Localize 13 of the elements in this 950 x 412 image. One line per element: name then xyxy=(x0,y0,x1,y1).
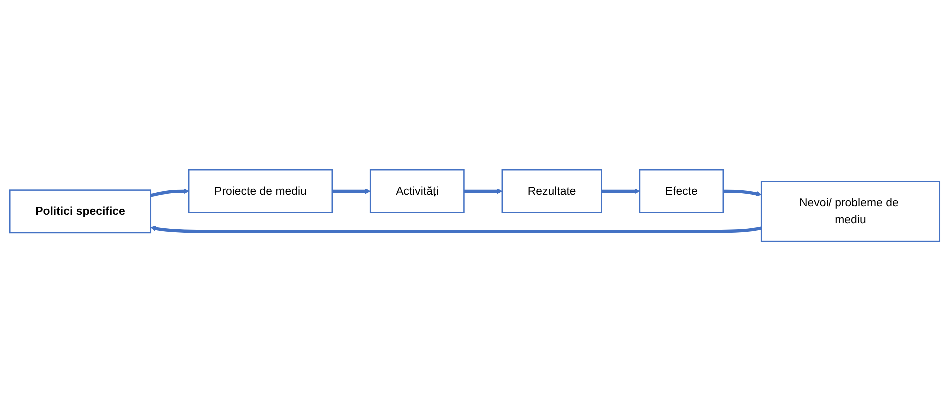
arrow xyxy=(150,188,190,198)
node-box xyxy=(502,170,602,214)
node-box xyxy=(188,170,334,214)
node-box xyxy=(760,181,941,242)
arrow xyxy=(332,188,371,194)
flow-diagram: Politici specifice Proiecte de mediu Activități Rezultate Efecte Nevoi/ probleme de mediu xyxy=(5,165,945,247)
arrow xyxy=(150,226,762,234)
arrow xyxy=(723,190,762,197)
arrow xyxy=(602,188,640,194)
node-box xyxy=(639,170,724,214)
node-box xyxy=(370,170,465,214)
node-box xyxy=(10,190,152,234)
arrow xyxy=(464,188,503,194)
